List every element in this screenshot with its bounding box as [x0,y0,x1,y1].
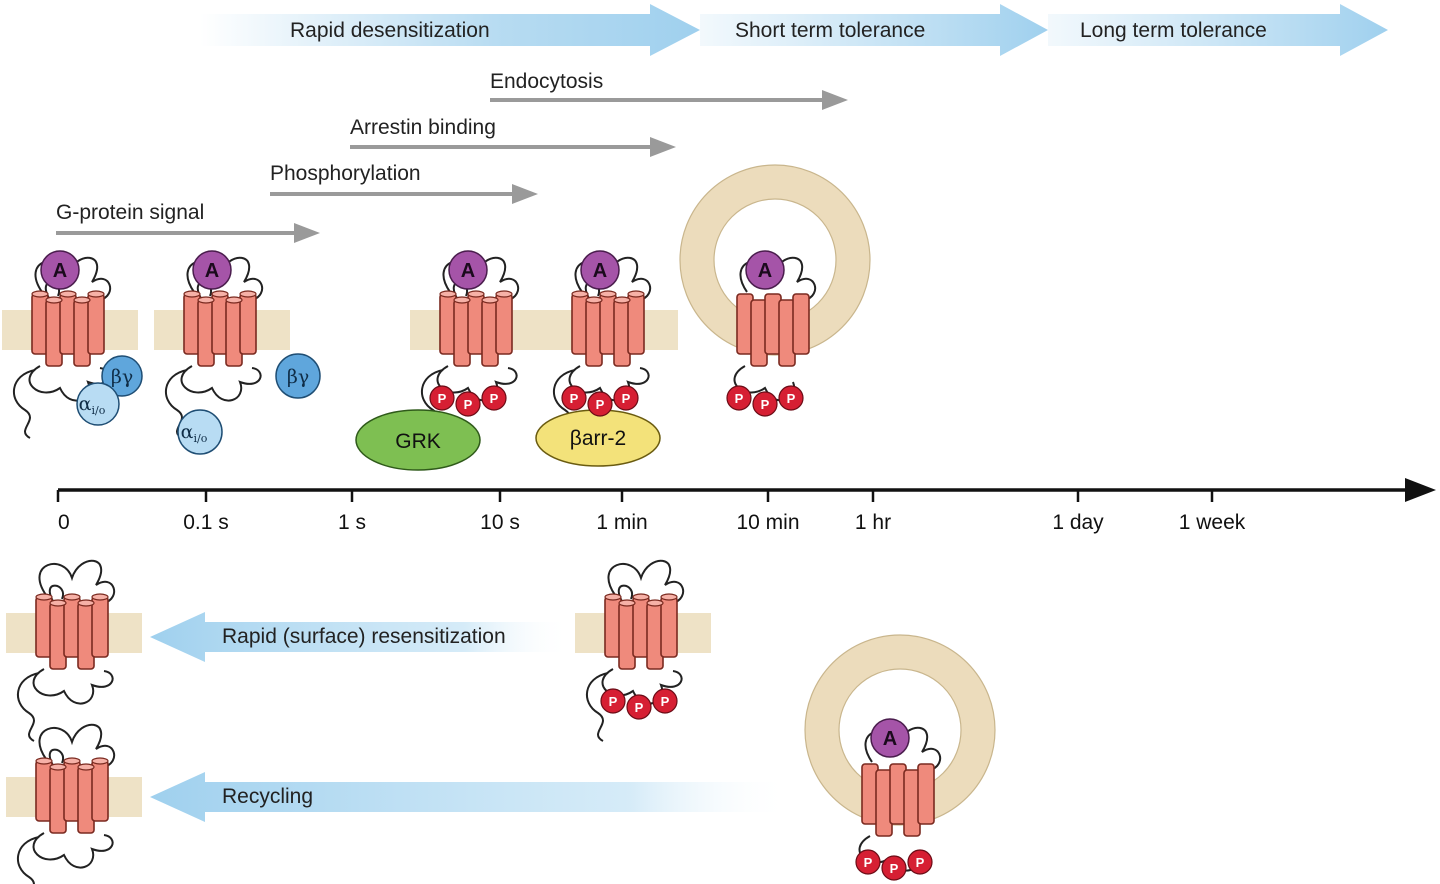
phospho-group: P P P [600,688,678,720]
phospho-label: P [864,855,873,870]
receptor-internalized-vesicle: A P P P [679,164,871,417]
phospho-icon [907,849,933,875]
phospho-icon [613,385,639,411]
phospho-icon [855,849,881,875]
agonist-label: A [593,260,607,282]
g-alpha-icon [177,409,223,455]
phospho-label: P [661,694,670,709]
phospho-label: P [635,700,644,715]
process-label: G-protein signal [56,201,204,224]
phospho-icon [455,391,481,417]
agonist-icon [745,250,785,290]
beta-gamma-label: βγ [287,366,309,388]
phospho-group: P P P [726,385,804,417]
receptor-phosphorylated-surface: P P P [574,559,712,742]
return-arrow-recycling: Recycling [150,772,790,822]
agonist-label: A [883,728,897,750]
timeline-tick-label: 0.1 s [183,511,229,534]
receptor-recycled-surface [5,723,143,884]
phospho-label: P [890,861,899,876]
phospho-label: P [735,391,744,406]
phospho-label: P [916,855,925,870]
process-arrow-arrestin-binding: Arrestin binding [350,116,676,157]
agonist-icon [580,250,620,290]
phospho-icon [626,694,652,720]
phospho-icon [587,391,613,417]
beta-gamma-label: βγ [111,366,133,388]
timeline-tick-label: 1 week [1179,511,1246,534]
phospho-label: P [490,391,499,406]
agonist-icon [870,718,910,758]
phospho-label: P [438,391,447,406]
phospho-icon [600,688,626,714]
phospho-icon [726,385,752,411]
phase-arrow-long-term-tolerance: Long term tolerance [1048,4,1388,56]
agonist-icon [192,250,232,290]
phospho-group: P P P [855,849,933,881]
agonist-label: A [461,260,475,282]
timeline-tick-label: 10 min [736,511,799,534]
g-beta-gamma-icon [101,355,143,397]
process-arrow-g-protein-signal: G-protein signal [56,201,320,243]
agonist-label: A [758,260,772,282]
g-beta-gamma-icon [275,353,321,399]
receptor-g-protein-bound: A βγ αi/o [1,250,143,439]
agonist-label: A [53,260,67,282]
agonist-icon [40,250,80,290]
alpha-label: αi/o [79,393,106,417]
grk-label: GRK [395,430,441,453]
phospho-icon [881,855,907,881]
return-label: Rapid (surface) resensitization [222,625,506,648]
phospho-label: P [761,397,770,412]
phase-arrow-rapid-desensitization: Rapid desensitization [200,4,700,56]
phospho-label: P [464,397,473,412]
process-label: Endocytosis [490,70,603,93]
process-label: Phosphorylation [270,162,421,185]
arrestin-label: βarr-2 [570,427,626,450]
phase-label: Long term tolerance [1080,19,1267,42]
phospho-group: P P P [561,385,639,417]
phospho-icon [778,385,804,411]
g-alpha-icon [76,382,120,426]
phase-label: Rapid desensitization [290,19,490,42]
phospho-icon [429,385,455,411]
receptor-g-protein-dissociated: A βγ αi/o [153,250,321,455]
timeline-tick-label: 10 s [480,511,520,534]
process-label: Arrestin binding [350,116,496,139]
timeline-tick-label: 0 [58,511,70,534]
phospho-label: P [609,694,618,709]
receptor-internalized-vesicle-recycling: A P P P [804,634,996,881]
phase-arrow-short-term-tolerance: Short term tolerance [700,4,1048,56]
grk-icon [355,409,481,471]
agonist-icon [448,250,488,290]
timeline-tick-label: 1 s [338,511,366,534]
phospho-label: P [596,397,605,412]
agonist-label: A [205,260,219,282]
process-arrow-endocytosis: Endocytosis [490,70,848,110]
phospho-group: P P P [429,385,507,417]
receptor-arrestin-bound: A βarr-2 P P P [535,250,679,467]
phospho-icon [561,385,587,411]
timeline-tick-label: 1 min [596,511,647,534]
alpha-label: αi/o [181,421,208,445]
timeline-tick-label: 1 hr [855,511,891,534]
timeline-tick-label: 1 day [1052,511,1104,534]
phospho-icon [652,688,678,714]
timeline-axis: 0 0.1 s 1 s 10 s 1 min 10 min 1 hr 1 day 1 week [56,478,1436,534]
receptor-resensitized-surface [5,559,143,742]
phospho-icon [481,385,507,411]
return-label: Recycling [222,785,313,808]
phospho-label: P [622,391,631,406]
phospho-label: P [787,391,796,406]
process-arrow-phosphorylation: Phosphorylation [270,162,538,204]
receptor-grk-phosphorylated: A GRK P P P [355,250,547,471]
phospho-icon [752,391,778,417]
phospho-label: P [570,391,579,406]
return-arrow-rapid-resensitization: Rapid (surface) resensitization [150,612,570,662]
phase-label: Short term tolerance [735,19,925,42]
